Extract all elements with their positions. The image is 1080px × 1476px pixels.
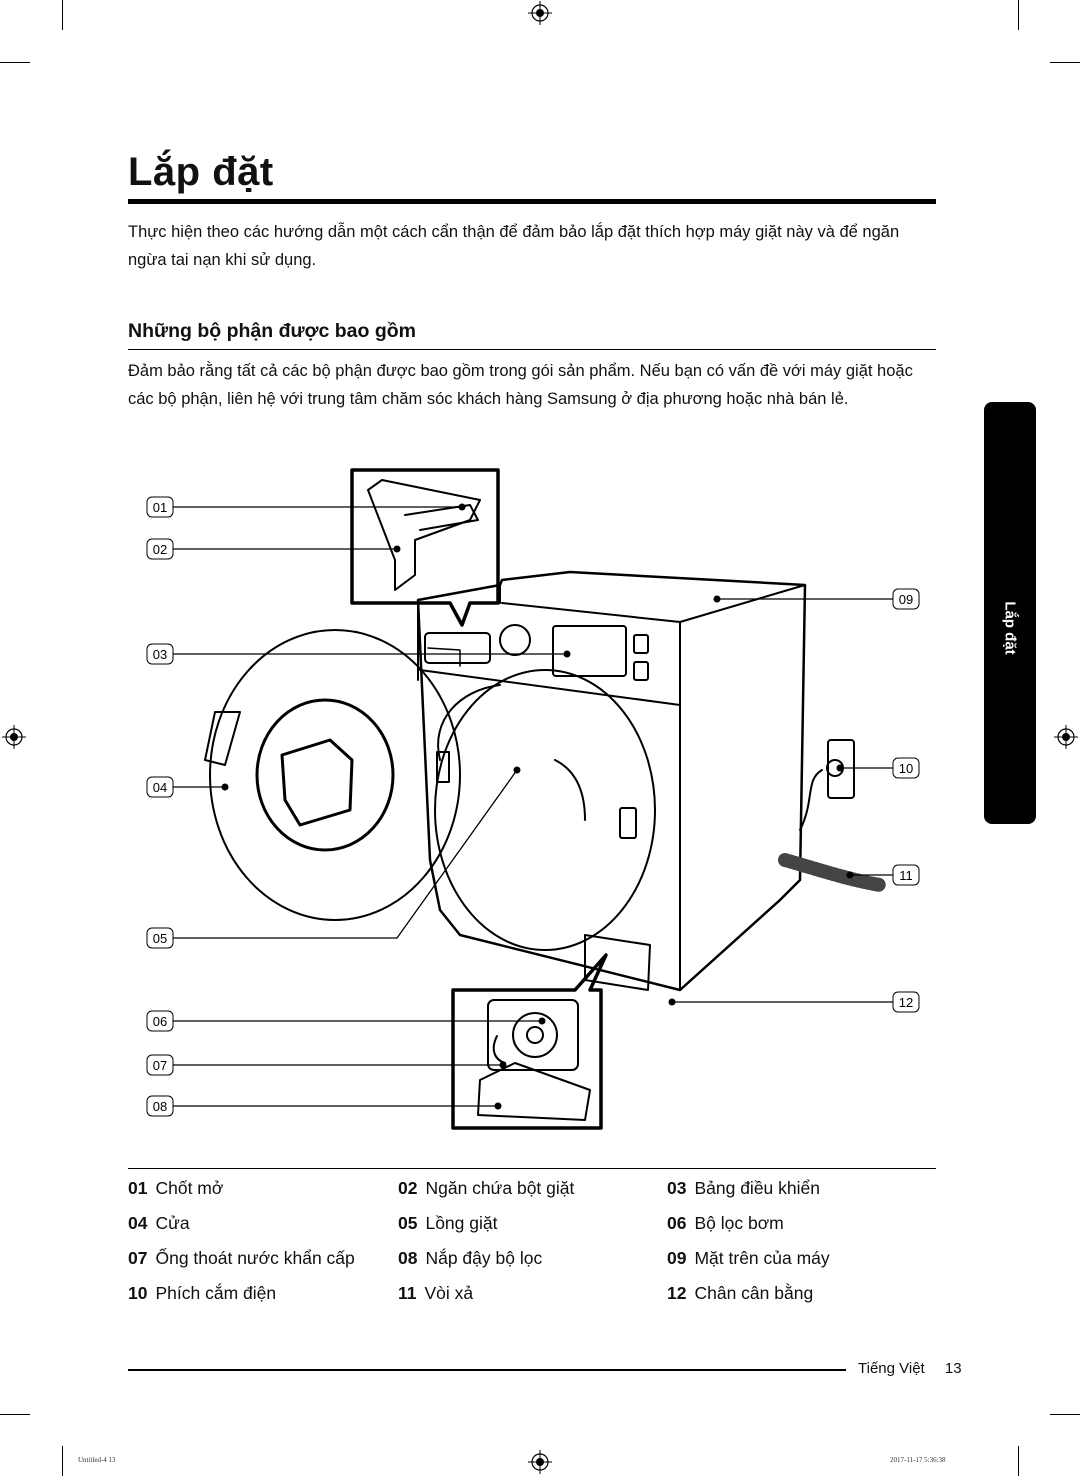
washing-machine-illustration: 01 02 03 04 05 06 07 08 09 10 11 12 bbox=[146, 468, 920, 1130]
callout-11: 11 bbox=[892, 864, 920, 886]
callout-04: 04 bbox=[146, 776, 174, 798]
crop-mark bbox=[0, 62, 30, 63]
crop-mark bbox=[1018, 0, 1019, 30]
page-footer: Tiếng Việt 13 bbox=[858, 1360, 962, 1377]
callout-label: 04 bbox=[153, 780, 167, 795]
registration-mark-icon bbox=[528, 1450, 552, 1474]
callout-06: 06 bbox=[146, 1010, 174, 1032]
callout-label: 09 bbox=[899, 592, 913, 607]
section-paragraph: Đảm bảo rằng tất cả các bộ phận được bao… bbox=[128, 362, 913, 408]
callout-label: 02 bbox=[153, 542, 167, 557]
callout-label: 01 bbox=[153, 500, 167, 515]
footer-rule bbox=[128, 1369, 846, 1371]
callout-05: 05 bbox=[146, 927, 174, 949]
registration-mark-icon bbox=[528, 1, 552, 25]
callout-09: 09 bbox=[892, 588, 920, 610]
callout-01: 01 bbox=[146, 496, 174, 518]
callout-label: 03 bbox=[153, 647, 167, 662]
crop-mark bbox=[1050, 62, 1080, 63]
crop-mark bbox=[1018, 1446, 1019, 1476]
intro-paragraph: Thực hiện theo các hướng dẫn một cách cẩ… bbox=[128, 223, 900, 269]
title-rule bbox=[128, 199, 936, 204]
print-slug-date: 2017-11-17 5:36:38 bbox=[890, 1456, 946, 1464]
registration-mark-icon bbox=[2, 725, 26, 749]
callout-10: 10 bbox=[892, 757, 920, 779]
print-slug-file: Untitled-4 13 bbox=[78, 1456, 116, 1464]
callout-03: 03 bbox=[146, 643, 174, 665]
footer-language: Tiếng Việt bbox=[858, 1360, 925, 1377]
callout-12: 12 bbox=[892, 991, 920, 1013]
crop-mark bbox=[62, 1446, 63, 1476]
page-title: Lắp đặt bbox=[128, 150, 274, 194]
section-rule bbox=[128, 349, 936, 350]
crop-mark bbox=[0, 1414, 30, 1415]
crop-mark bbox=[62, 0, 63, 30]
page-number: 13 bbox=[944, 1360, 962, 1377]
callout-label: 06 bbox=[153, 1014, 167, 1029]
legend-rule bbox=[128, 1168, 936, 1169]
callout-label: 11 bbox=[899, 868, 913, 883]
crop-mark bbox=[1050, 1414, 1080, 1415]
callout-label: 12 bbox=[899, 995, 913, 1010]
callout-label: 08 bbox=[153, 1099, 167, 1114]
callout-label: 05 bbox=[153, 931, 167, 946]
side-chapter-tab: Lắp đặt bbox=[984, 402, 1036, 824]
callout-07: 07 bbox=[146, 1054, 174, 1076]
section-heading: Những bộ phận được bao gồm bbox=[128, 320, 416, 342]
callout-label: 07 bbox=[153, 1058, 167, 1073]
callout-08: 08 bbox=[146, 1095, 174, 1117]
registration-mark-icon bbox=[1054, 725, 1078, 749]
callout-label: 10 bbox=[899, 761, 913, 776]
callout-02: 02 bbox=[146, 538, 174, 560]
